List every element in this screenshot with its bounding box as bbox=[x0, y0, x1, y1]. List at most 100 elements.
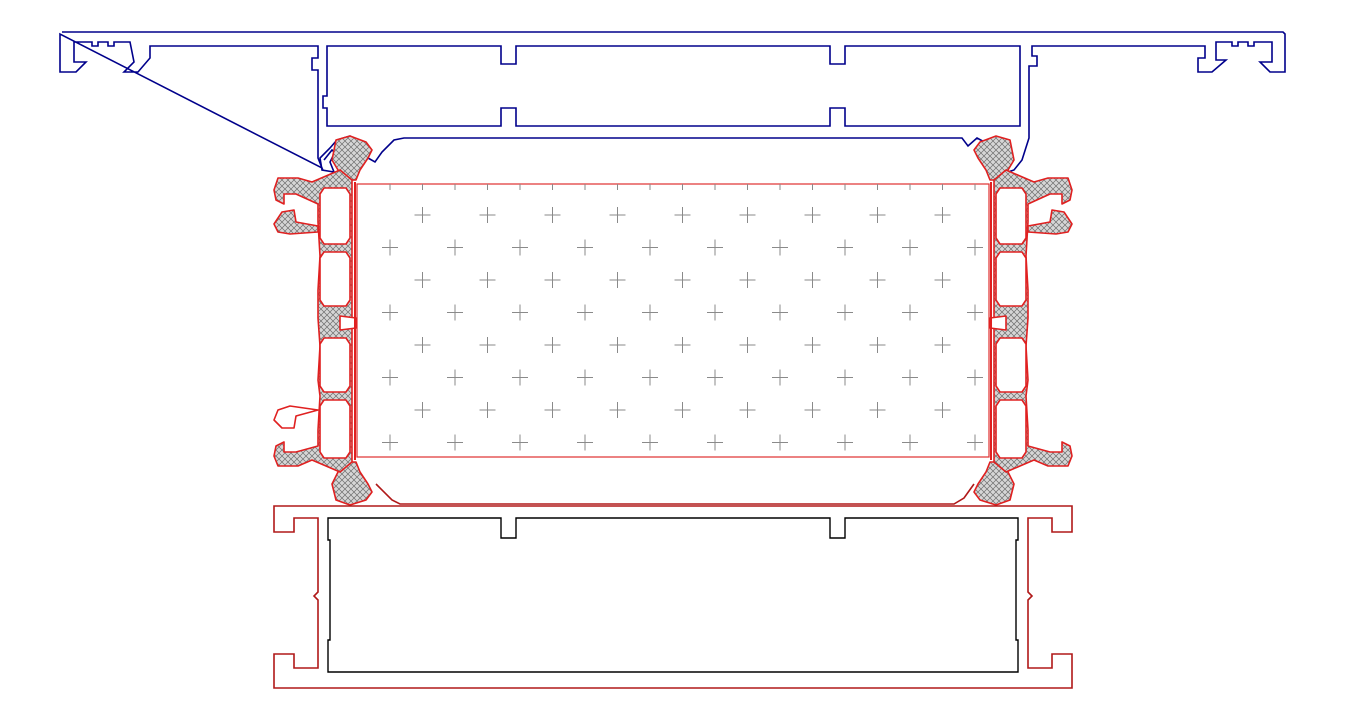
insulation-mark bbox=[674, 207, 691, 223]
bottom-profile bbox=[273, 505, 1073, 689]
insulation-mark bbox=[772, 304, 788, 321]
insulation-mark bbox=[512, 239, 528, 256]
insulation-mark bbox=[707, 239, 723, 256]
insulation-marks bbox=[382, 184, 983, 451]
insulation-mark bbox=[382, 369, 398, 386]
insulation-mark bbox=[869, 207, 886, 223]
insulation-mark bbox=[772, 434, 788, 451]
insulation-mark bbox=[772, 239, 788, 256]
insulation-mark bbox=[804, 402, 821, 418]
left-thermal-bar bbox=[273, 169, 353, 473]
insulation-mark bbox=[544, 272, 561, 288]
left-hook-bottom bbox=[273, 405, 319, 429]
insulation-mark bbox=[837, 239, 853, 256]
insulation-mark bbox=[739, 402, 756, 418]
insulation-mark bbox=[447, 239, 463, 256]
insulation-mark bbox=[642, 239, 658, 256]
insulation-mark bbox=[934, 337, 951, 353]
insulation-mark bbox=[837, 434, 853, 451]
insulation-mark bbox=[902, 304, 918, 321]
left-thermal-break bbox=[273, 135, 373, 506]
insulation-mark bbox=[382, 239, 398, 256]
insulation-mark bbox=[479, 272, 496, 288]
insulation-mark bbox=[609, 207, 626, 223]
left-upper-gasket bbox=[331, 135, 373, 181]
insulation-mark bbox=[674, 337, 691, 353]
insulation-mark bbox=[479, 207, 496, 223]
insulation-mark bbox=[707, 369, 723, 386]
insulation-mark bbox=[837, 369, 853, 386]
insulation-mark bbox=[869, 402, 886, 418]
right-chamber-4 bbox=[995, 399, 1027, 459]
insulation-mark bbox=[934, 402, 951, 418]
top-profile-outer bbox=[59, 31, 1286, 174]
insulation-mark bbox=[447, 304, 463, 321]
bottom-profile-outer bbox=[273, 505, 1073, 689]
right-thermal-bar bbox=[993, 169, 1073, 473]
right-thermal-break bbox=[973, 135, 1073, 506]
insulation-mark bbox=[544, 402, 561, 418]
insulation-mark bbox=[967, 239, 983, 256]
lower-channel bbox=[375, 483, 975, 505]
left-chamber-3 bbox=[319, 337, 351, 393]
right-chamber-1 bbox=[995, 187, 1027, 245]
insulation-mark bbox=[544, 337, 561, 353]
left-chamber-1 bbox=[319, 187, 351, 245]
right-center-notch bbox=[989, 315, 1007, 331]
insulation-mark bbox=[577, 369, 593, 386]
insulation-mark bbox=[902, 434, 918, 451]
insulation-mark bbox=[414, 337, 431, 353]
insulation-mark bbox=[447, 434, 463, 451]
insulation-mark bbox=[512, 434, 528, 451]
left-center-notch bbox=[339, 315, 357, 331]
insulation-mark bbox=[804, 337, 821, 353]
insulation-mark bbox=[804, 272, 821, 288]
insulation-mark bbox=[479, 402, 496, 418]
insulation-mark bbox=[414, 207, 431, 223]
insulation-panel bbox=[356, 183, 990, 458]
insulation-mark bbox=[869, 337, 886, 353]
insulation-mark bbox=[447, 369, 463, 386]
insulation-mark bbox=[577, 304, 593, 321]
insulation-mark bbox=[609, 272, 626, 288]
insulation-mark bbox=[739, 272, 756, 288]
right-upper-gasket bbox=[973, 135, 1015, 181]
insulation-mark bbox=[869, 272, 886, 288]
insulation-core bbox=[356, 183, 990, 458]
right-hook-top bbox=[1027, 209, 1073, 235]
bottom-cavity bbox=[327, 517, 1019, 673]
insulation-mark bbox=[382, 304, 398, 321]
left-hook-top bbox=[273, 209, 319, 235]
insulation-mark bbox=[642, 304, 658, 321]
insulation-mark bbox=[414, 272, 431, 288]
insulation-mark bbox=[934, 272, 951, 288]
insulation-mark bbox=[739, 337, 756, 353]
left-chamber-2 bbox=[319, 251, 351, 307]
insulation-mark bbox=[902, 369, 918, 386]
insulation-mark bbox=[804, 207, 821, 223]
insulation-mark bbox=[967, 304, 983, 321]
top-profile-chamber bbox=[322, 45, 1021, 127]
insulation-mark bbox=[674, 402, 691, 418]
insulation-mark bbox=[577, 239, 593, 256]
insulation-mark bbox=[609, 337, 626, 353]
insulation-mark bbox=[934, 207, 951, 223]
right-chamber-3 bbox=[995, 337, 1027, 393]
insulation-mark bbox=[674, 272, 691, 288]
left-lower-gasket bbox=[331, 461, 373, 506]
top-profile bbox=[59, 31, 1286, 174]
insulation-mark bbox=[739, 207, 756, 223]
insulation-mark bbox=[544, 207, 561, 223]
insulation-mark bbox=[382, 434, 398, 451]
insulation-mark bbox=[414, 402, 431, 418]
insulation-mark bbox=[707, 304, 723, 321]
insulation-mark bbox=[967, 434, 983, 451]
right-chamber-2 bbox=[995, 251, 1027, 307]
insulation-mark bbox=[642, 369, 658, 386]
insulation-mark bbox=[479, 337, 496, 353]
insulation-mark bbox=[609, 402, 626, 418]
insulation-mark bbox=[772, 369, 788, 386]
insulation-mark bbox=[837, 304, 853, 321]
